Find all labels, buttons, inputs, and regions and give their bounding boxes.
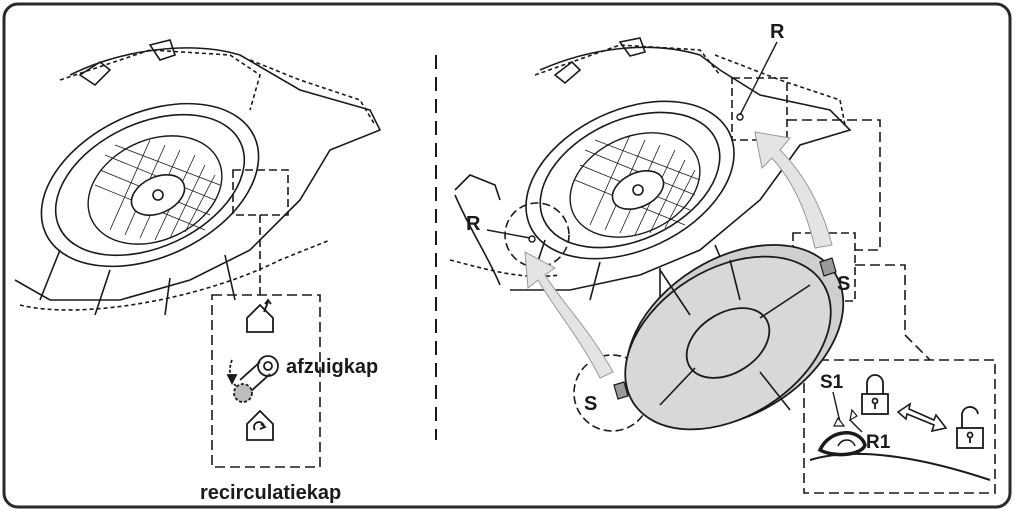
detail-box: [803, 359, 996, 494]
s-clip-right: [819, 257, 837, 277]
r-label-top: R: [770, 21, 785, 43]
r-top-leader: [739, 41, 778, 116]
right-top-callout-line: [787, 119, 881, 251]
grease-filter: [624, 244, 845, 431]
right-top-clip: [553, 37, 647, 85]
lock-open-icon: [956, 406, 984, 449]
right-hood-right-dashed: [714, 54, 846, 126]
r1-pointer-icon: [849, 408, 858, 422]
lock-closed-icon: [861, 374, 889, 415]
left-top-clip: [78, 39, 177, 87]
s1-label: S1: [820, 372, 844, 393]
s-clip-bottom: [613, 381, 629, 400]
left-hood-top: [59, 49, 261, 111]
right-left-dashed: [449, 259, 561, 278]
afzuigkap-label: afzuigkap: [286, 356, 378, 378]
left-rods: [39, 249, 236, 316]
left-panel: [14, 39, 382, 468]
double-arrow-icon: [896, 402, 948, 433]
s-label-right: S: [837, 273, 850, 295]
left-legend-box: [211, 294, 321, 468]
house-recirculate-icon: [246, 409, 274, 441]
r1-label: R1: [866, 432, 891, 453]
arrow-right-up: [754, 131, 833, 249]
right-outer-ring: [525, 100, 735, 260]
arrow-left-up: [524, 251, 614, 379]
recirculatiekap-label: recirculatiekap: [200, 482, 341, 504]
switch-toggle-icon: [226, 355, 279, 403]
right-mid-ring: [539, 111, 721, 249]
left-hood-right-dashed: [249, 59, 376, 126]
detail-clip-drawing: [809, 391, 991, 481]
house-exhaust-icon: [246, 298, 274, 333]
right-s-callout-line: [855, 264, 931, 361]
right-hood-top: [534, 44, 721, 76]
left-fan-hub: [130, 174, 186, 216]
right-fan-hub: [611, 170, 665, 210]
left-mid-ring: [54, 113, 246, 257]
s-label-bottom: S: [584, 393, 597, 415]
right-left-ledge: [454, 174, 501, 286]
r-label-left: R: [466, 213, 481, 235]
right-fan-basket: [569, 132, 701, 238]
r-left-leader: [486, 229, 531, 239]
right-hood-body: [510, 46, 852, 291]
left-fan-basket: [87, 135, 223, 245]
left-hood-body: [14, 47, 382, 301]
left-outer-ring: [40, 102, 260, 268]
s1-pointer-icon: [833, 416, 846, 427]
